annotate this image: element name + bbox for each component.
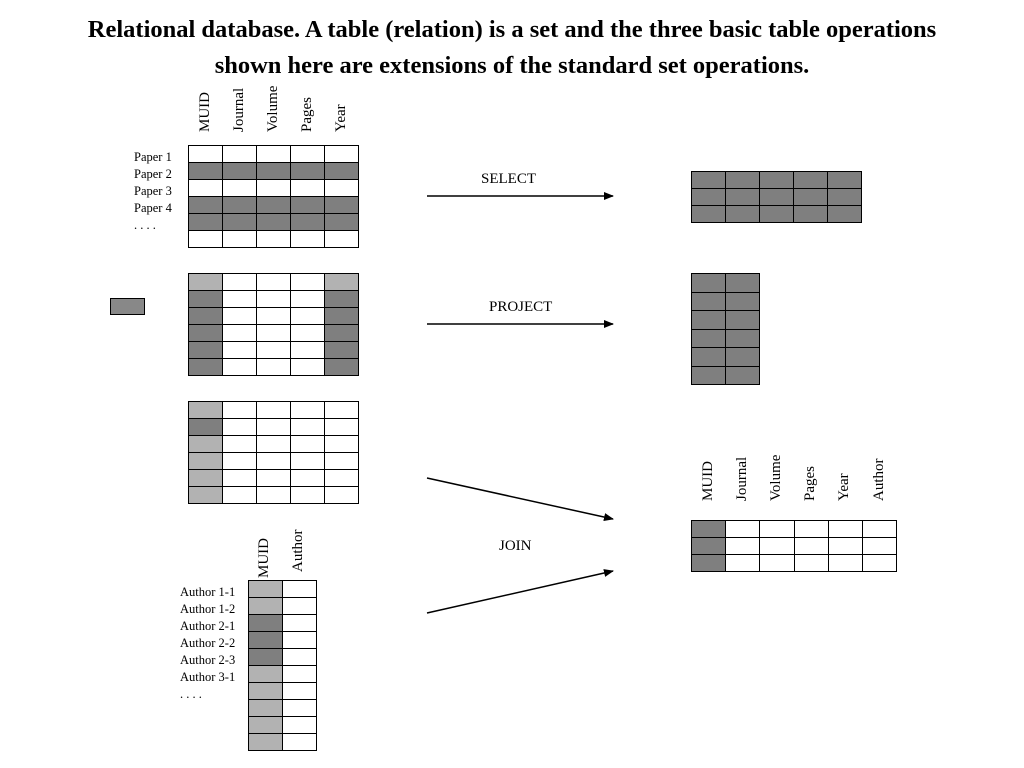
slide-title-line-1: Relational database. A table (relation) …	[87, 16, 937, 43]
row-label-author-1-2: Author 1-2	[180, 602, 236, 616]
row-label-author-3-1: Author 3-1	[180, 670, 236, 684]
projected-columns-chip	[110, 298, 145, 315]
row-label-author-2-1: Author 2-1	[180, 619, 236, 633]
slide-title: Relational database. A table (relation) …	[10, 12, 1014, 84]
table-cell	[827, 205, 862, 223]
select-operation-label: SELECT	[481, 171, 536, 187]
row-label-ellipsis: . . . .	[134, 218, 156, 232]
table-cell	[282, 733, 317, 751]
join-arrow-authors	[426, 569, 614, 614]
row-label-paper-1: Paper 1	[134, 150, 172, 164]
row-label-author-1-1: Author 1-1	[180, 585, 236, 599]
table-cell	[862, 554, 898, 572]
project-operation-label: PROJECT	[489, 299, 553, 315]
row-label-author-2-3: Author 2-3	[180, 653, 236, 667]
join-operation-label: JOIN	[499, 538, 532, 554]
row-label-paper-3: Paper 3	[134, 184, 172, 198]
row-label-paper-2: Paper 2	[134, 167, 172, 181]
slide-title-line-2: shown here are extensions of the standar…	[214, 52, 810, 79]
table-cell	[324, 230, 359, 248]
row-label-paper-4: Paper 4	[134, 201, 172, 215]
row-label-authors-ellipsis: . . . .	[180, 687, 202, 701]
join-arrow-papers	[426, 477, 614, 521]
row-label-author-2-2: Author 2-2	[180, 636, 236, 650]
table-cell	[324, 486, 359, 504]
table-cell	[324, 358, 359, 376]
table-cell	[725, 365, 760, 385]
